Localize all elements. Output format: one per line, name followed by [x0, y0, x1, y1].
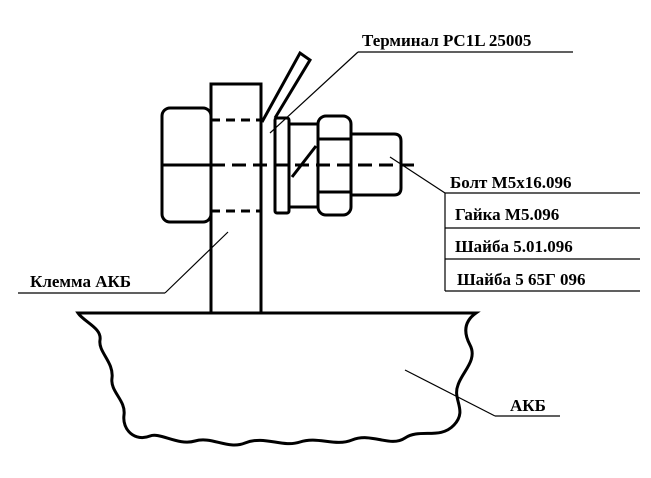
washer2-label: Шайба 5 65Г 096 — [457, 270, 586, 289]
terminal-label: Терминал PC1L 25005 — [362, 31, 531, 50]
terminal-leader — [269, 51, 359, 134]
washer1-label: Шайба 5.01.096 — [455, 237, 573, 256]
nut-label: Гайка М5.096 — [455, 205, 559, 224]
bolt-label: Болт М5x16.096 — [450, 173, 571, 192]
battery-body — [75, 311, 481, 447]
nut — [316, 114, 353, 217]
clamp-leader — [164, 231, 229, 294]
terminal-lug — [260, 50, 313, 123]
battery-leader — [404, 369, 496, 417]
clamp-plate — [209, 82, 263, 315]
clamp-label: Клемма АКБ — [30, 272, 131, 291]
battery-label: АКБ — [510, 396, 546, 415]
bolt-leader — [389, 156, 446, 194]
